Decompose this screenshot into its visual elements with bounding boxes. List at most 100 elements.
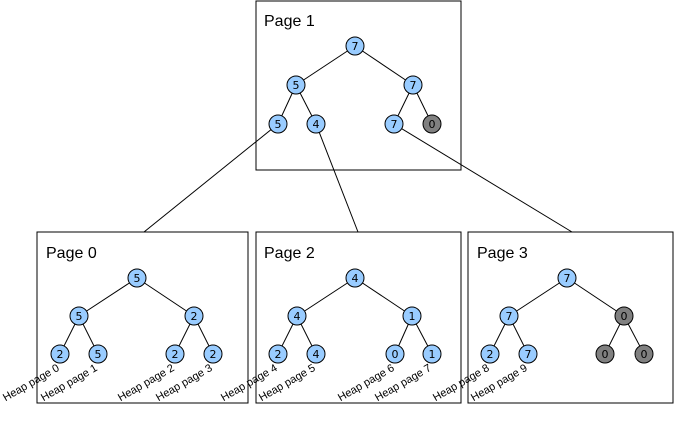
page-2-tree-edge <box>354 277 413 317</box>
page-0-tree-edge <box>78 277 138 317</box>
page-3-node: 7 <box>518 344 538 364</box>
node-circle <box>127 268 147 288</box>
node-value: 2 <box>275 348 282 361</box>
node-value: 4 <box>313 348 320 361</box>
node-circle <box>385 344 405 364</box>
page-0-node: 5 <box>88 344 108 364</box>
node-value: 5 <box>134 272 141 285</box>
page-2-node: 4 <box>345 268 365 288</box>
page-3-node: 0 <box>595 344 615 364</box>
node-value: 2 <box>210 348 217 361</box>
page-3-node: 0 <box>614 306 634 326</box>
page-3-node: 7 <box>557 268 577 288</box>
page-1-node: 7 <box>403 75 423 95</box>
node-circle <box>499 306 519 326</box>
node-circle <box>69 306 89 326</box>
node-circle <box>402 306 422 326</box>
page-1-node: 4 <box>306 114 326 134</box>
node-value: 5 <box>293 79 300 92</box>
node-circle <box>203 344 223 364</box>
page-2-node: 1 <box>402 306 422 326</box>
node-circle <box>403 75 423 95</box>
node-value: 1 <box>429 348 436 361</box>
page-3-tree-edge <box>508 277 568 317</box>
node-value: 7 <box>410 79 417 92</box>
node-circle <box>634 344 654 364</box>
node-value: 5 <box>275 118 282 131</box>
node-circle <box>480 344 500 364</box>
node-value: 0 <box>602 348 609 361</box>
node-circle <box>268 114 288 134</box>
node-circle <box>422 344 442 364</box>
page-0-node: 5 <box>127 268 147 288</box>
link-page1-to-page3 <box>393 123 573 233</box>
node-value: 2 <box>487 348 494 361</box>
page-3-node: 2 <box>480 344 500 364</box>
page-1-node: 5 <box>286 75 306 95</box>
page-1-node: 7 <box>384 114 404 134</box>
node-circle <box>614 306 634 326</box>
node-circle <box>184 306 204 326</box>
node-circle <box>287 306 307 326</box>
node-value: 7 <box>564 272 571 285</box>
node-value: 5 <box>76 310 83 323</box>
page-0-node: 2 <box>165 344 185 364</box>
node-circle <box>268 344 288 364</box>
page-0-node: 2 <box>184 306 204 326</box>
node-value: 7 <box>352 40 359 53</box>
node-value: 2 <box>191 310 198 323</box>
page-3-title: Page 3 <box>477 245 528 262</box>
node-circle <box>345 36 365 56</box>
node-circle <box>557 268 577 288</box>
page-0-node: 5 <box>69 306 89 326</box>
node-value: 0 <box>392 348 399 361</box>
node-circle <box>345 268 365 288</box>
node-circle <box>286 75 306 95</box>
node-value: 0 <box>621 310 628 323</box>
page-3-node: 7 <box>499 306 519 326</box>
node-value: 2 <box>172 348 179 361</box>
node-value: 7 <box>525 348 532 361</box>
node-circle <box>518 344 538 364</box>
page-2-tree-edge <box>296 277 356 317</box>
node-circle <box>422 114 442 134</box>
node-circle <box>384 114 404 134</box>
page-2-node: 4 <box>306 344 326 364</box>
page-1-title: Page 1 <box>264 13 315 30</box>
node-value: 4 <box>294 310 301 323</box>
node-circle <box>306 114 326 134</box>
node-circle <box>88 344 108 364</box>
node-value: 0 <box>429 118 436 131</box>
page-1-tree-edge <box>295 45 356 86</box>
page-0-node: 2 <box>50 344 70 364</box>
node-value: 4 <box>313 118 320 131</box>
node-value: 7 <box>391 118 398 131</box>
page-2-node: 0 <box>385 344 405 364</box>
node-value: 5 <box>95 348 102 361</box>
page-3-node: 0 <box>634 344 654 364</box>
node-value: 7 <box>506 310 513 323</box>
page-0-tree-edge <box>136 277 195 317</box>
node-circle <box>50 344 70 364</box>
node-circle <box>595 344 615 364</box>
page-2-node: 4 <box>287 306 307 326</box>
page-0-title: Page 0 <box>46 245 97 262</box>
page-0-node: 2 <box>203 344 223 364</box>
page-2-title: Page 2 <box>264 245 315 262</box>
page-1-tree-edge <box>354 45 414 86</box>
link-page1-to-page2 <box>315 123 359 233</box>
page-1-node: 7 <box>345 36 365 56</box>
page-2-node: 2 <box>268 344 288 364</box>
node-value: 4 <box>352 272 359 285</box>
page-1-node: 0 <box>422 114 442 134</box>
page-3-tree-edge <box>566 277 625 317</box>
node-value: 2 <box>57 348 64 361</box>
node-value: 1 <box>409 310 416 323</box>
node-value: 0 <box>641 348 648 361</box>
node-circle <box>165 344 185 364</box>
link-page1-to-page0 <box>143 123 279 233</box>
node-circle <box>306 344 326 364</box>
page-2-node: 1 <box>422 344 442 364</box>
page-1-node: 5 <box>268 114 288 134</box>
